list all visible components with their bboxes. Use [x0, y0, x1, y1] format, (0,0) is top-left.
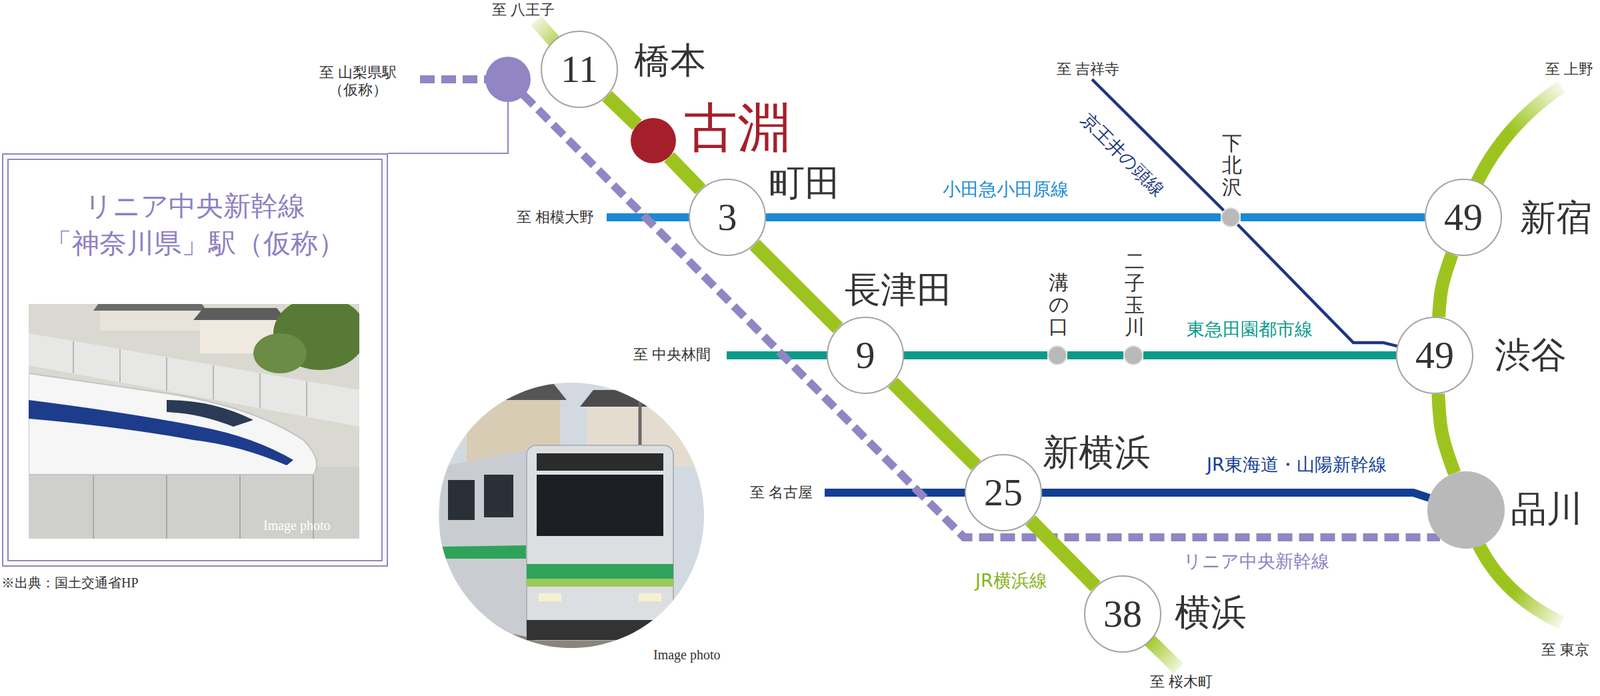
- side-stripe: [440, 545, 527, 559]
- tokyu-denentoshi-line: [904, 351, 1048, 360]
- station-circle: 38横浜: [1084, 575, 1162, 653]
- station-name: 横浜: [1174, 592, 1247, 634]
- station-circle: 11橋本: [540, 30, 618, 108]
- tree: [253, 333, 307, 374]
- line-name: リニア中央新幹線: [1183, 550, 1330, 572]
- sky: [433, 380, 714, 660]
- station-number: 49: [1426, 180, 1501, 255]
- station-number: 25: [966, 455, 1041, 530]
- line-name: 東急田園都市線: [1186, 318, 1313, 340]
- guideway-base: [28, 466, 360, 539]
- line-name: 小田急小田原線: [942, 178, 1069, 200]
- train-photo: [433, 380, 714, 660]
- linear-station-dot: [485, 56, 531, 102]
- station-circle: 49新宿: [1424, 178, 1502, 256]
- front-stripe: [526, 564, 674, 579]
- station-name: 下北沢: [1222, 132, 1242, 198]
- direction-label: 至 吉祥寺: [1056, 60, 1120, 78]
- destination-board: [536, 453, 664, 471]
- direction-label: 至 八王子: [492, 1, 555, 19]
- linear-route: [508, 79, 1440, 538]
- direction-label: 至 名古屋: [750, 484, 813, 502]
- train-side: [440, 450, 527, 637]
- station-dot: 品川: [1427, 471, 1505, 549]
- maglev-window: [166, 400, 254, 427]
- odakyu-line: [766, 213, 1221, 222]
- roof: [93, 304, 207, 311]
- windshield: [536, 474, 664, 536]
- roof: [460, 383, 567, 400]
- line-name: JR東海道・山陽新幹線: [1206, 454, 1387, 476]
- linear-stub: [420, 75, 494, 84]
- station-name: 橋本: [634, 40, 706, 82]
- odakyu-line: [1240, 213, 1425, 222]
- headlight: [538, 593, 562, 602]
- skirt: [526, 620, 674, 640]
- tokaido-shinkansen-line: [1042, 492, 1430, 498]
- station-circle: 9長津田: [826, 316, 904, 394]
- direction-label: 至 山梨県駅 （仮称）: [308, 64, 408, 100]
- station-name: 品川: [1510, 488, 1583, 530]
- station-dot: 古淵: [630, 118, 676, 164]
- station-name: 渋谷: [1494, 334, 1567, 376]
- line-name: JR横浜線: [975, 570, 1048, 592]
- station-number: 38: [1085, 576, 1160, 652]
- station-name: 町田: [768, 162, 841, 204]
- station-name: 新横浜: [1042, 432, 1151, 474]
- jr-yokohama-line: [607, 96, 638, 125]
- station-name: 二子玉川: [1124, 250, 1145, 338]
- tokyu-denentoshi-line: [1143, 351, 1396, 360]
- front-stripe: [526, 578, 674, 587]
- photo-note: Image photo: [263, 517, 331, 534]
- train-front: [526, 445, 674, 640]
- station-number: 3: [690, 180, 765, 255]
- photo-note: Image photo: [653, 646, 721, 663]
- station-circle: 25新横浜: [964, 454, 1042, 532]
- jr-yokohama-line: [892, 382, 976, 466]
- station-callout-box: リニア中央新幹線 「神奈川県」駅（仮称）: [2, 153, 388, 567]
- station-circle: 49渋谷: [1396, 316, 1474, 394]
- direction-label: 至 上野: [1545, 60, 1594, 78]
- direction-label: 至 東京: [1541, 641, 1590, 659]
- station-name: 古淵: [684, 97, 791, 159]
- station-dot: 溝の口: [1047, 345, 1068, 366]
- leader-line: [388, 100, 508, 154]
- station-name: 新宿: [1520, 197, 1592, 239]
- jr-yokohama-line: [669, 156, 701, 190]
- direction-label: 至 相模大野: [516, 208, 594, 226]
- yamanote-line: [1438, 254, 1452, 317]
- maglev-body: [28, 373, 317, 475]
- jr-yokohama-line: [754, 244, 838, 328]
- station-circle: 3町田: [688, 178, 766, 256]
- direction-label: 至 中央林間: [633, 346, 711, 364]
- roof: [193, 308, 287, 320]
- yamanote-line: [1438, 394, 1454, 474]
- station-name: 溝の口: [1048, 271, 1069, 338]
- station-number: 49: [1397, 318, 1472, 393]
- station-number: 11: [542, 32, 617, 107]
- line-name: 京王井の頭線: [1076, 108, 1169, 201]
- maglev-photo: [28, 304, 360, 539]
- callout-title: リニア中央新幹線 「神奈川県」駅（仮称）: [3, 188, 387, 263]
- station-number: 9: [828, 318, 903, 393]
- station-dot: 下北沢: [1220, 207, 1241, 228]
- station-dot: 二子玉川: [1123, 345, 1144, 366]
- maglev-stripe: [28, 400, 294, 466]
- source-note: ※出典：国土交通省HP: [1, 574, 139, 591]
- station-name: 長津田: [844, 269, 953, 311]
- side-windows: [448, 474, 514, 520]
- direction-label: 至 桜木町: [1150, 673, 1213, 691]
- roof: [580, 390, 714, 407]
- headlight: [638, 593, 662, 602]
- tokyu-denentoshi-line: [1067, 351, 1124, 360]
